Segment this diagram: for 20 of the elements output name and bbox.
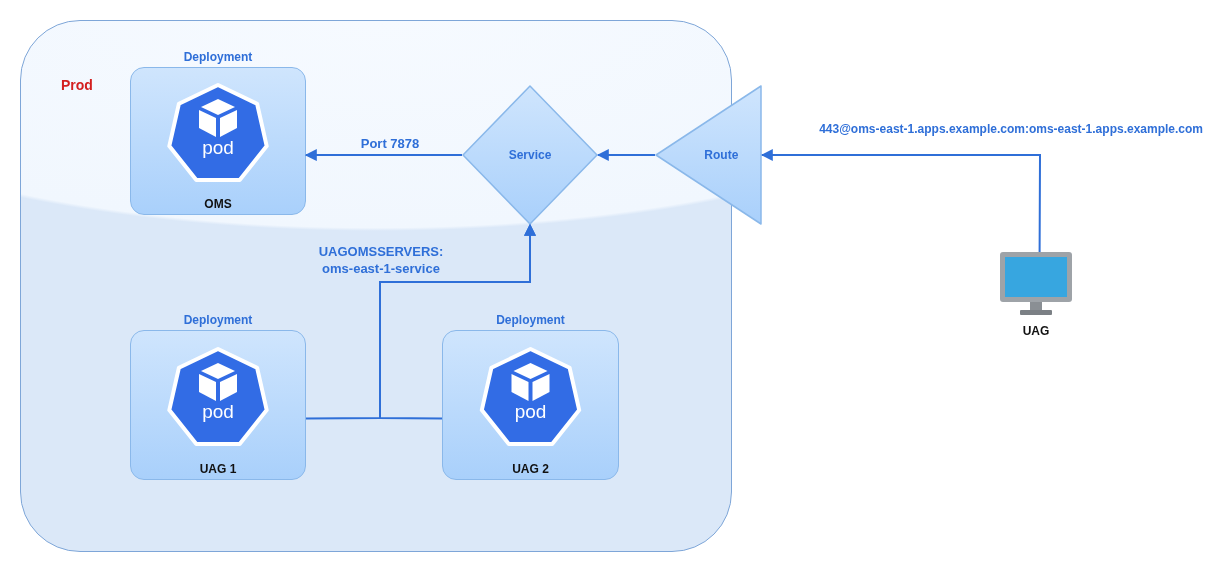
client-label: UAG xyxy=(1022,324,1050,338)
pod-label: pod xyxy=(202,401,234,423)
deployment-heading: Deployment xyxy=(182,50,254,64)
connector-arrow xyxy=(760,149,1041,253)
deployment-heading: Deployment xyxy=(495,313,566,327)
connector-arrow xyxy=(304,149,463,162)
deployment-name: OMS xyxy=(203,197,233,211)
service-label: Service xyxy=(508,148,552,162)
deployment-heading: Deployment xyxy=(182,313,254,327)
edge-label: UAGOMSSERVERS: oms-east-1-service xyxy=(317,243,445,277)
pod-label: pod xyxy=(202,137,234,159)
pod-label: pod xyxy=(514,401,547,423)
connector-arrow xyxy=(596,149,656,161)
edge-label: Port 7878 xyxy=(359,135,421,152)
deployment-name: UAG 2 xyxy=(511,462,550,476)
edge-label: 443@oms-east-1.apps.example.com:oms-east-1.apps.example.com xyxy=(819,121,1203,138)
route-label: Route xyxy=(704,148,739,162)
deployment-name: UAG 1 xyxy=(198,462,238,476)
cluster-label: Prod xyxy=(61,77,93,93)
connector-arrow xyxy=(379,223,536,420)
